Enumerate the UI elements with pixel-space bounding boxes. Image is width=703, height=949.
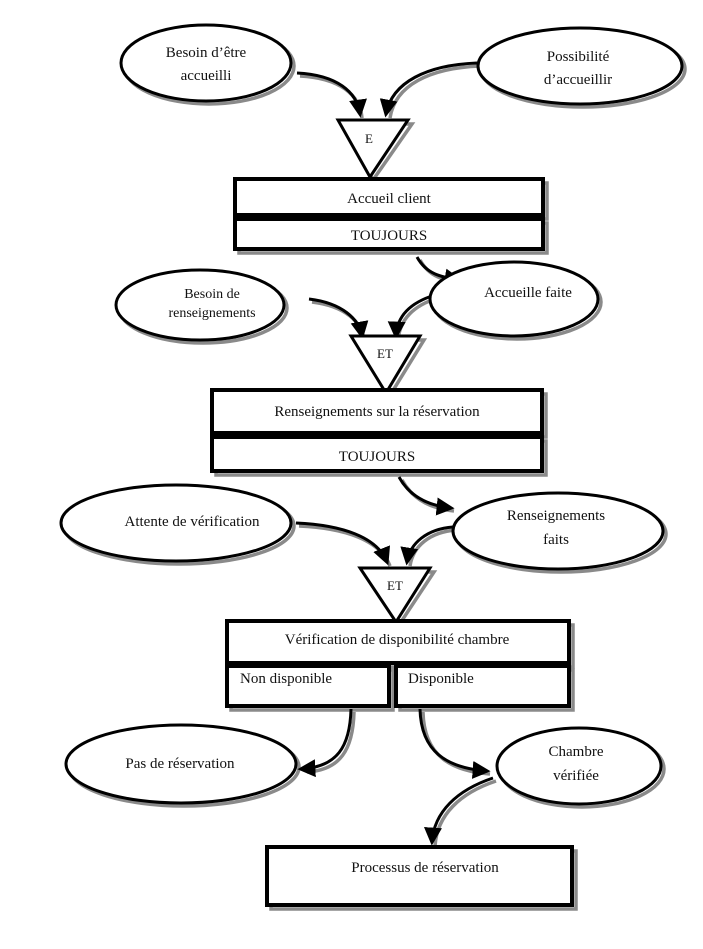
event-attente-verification: Attente de vérification <box>59 483 293 563</box>
event-label-line1: Chambre <box>549 744 604 760</box>
operation-title: Renseignements sur la réservation <box>274 404 480 420</box>
event-label-line2: faits <box>543 532 569 548</box>
event-label-line2: d’accueillir <box>544 72 612 88</box>
sync-label: ET <box>387 578 403 593</box>
event-label-line2: renseignements <box>168 306 255 321</box>
event-label-line1: Possibilité <box>547 49 610 65</box>
arrow-possibilite-to-sync1 <box>379 61 478 118</box>
sync-e: E <box>335 118 411 180</box>
event-label-line1: Renseignements <box>507 508 605 524</box>
operation-rule: TOUJOURS <box>339 449 415 465</box>
event-pas-de-reservation: Pas de réservation <box>64 723 298 805</box>
rule-non-disponible: Non disponible <box>240 671 332 687</box>
operation-renseignements-reservation: Renseignements sur la réservation TOUJOU… <box>210 388 544 473</box>
event-label: Pas de réservation <box>125 756 235 772</box>
arrow-op2-to-renseignements-faits <box>397 476 455 516</box>
operation-accueil-client: Accueil client TOUJOURS <box>233 177 545 251</box>
flow-arrows <box>295 61 494 846</box>
event-besoin-renseignements: Besoin de renseignements <box>114 268 286 342</box>
event-accueille-faite: Accueille faite <box>428 260 600 338</box>
event-chambre-verifiee: Chambre vérifiée <box>495 726 663 806</box>
event-renseignements-faits: Renseignements faits <box>451 491 665 571</box>
arrow-attente-to-sync3 <box>295 521 390 566</box>
event-label: Attente de vérification <box>125 514 260 530</box>
event-label-line2: accueilli <box>181 68 232 84</box>
sync-label: ET <box>377 346 393 361</box>
arrow-chambre-verifiee-to-processus <box>423 776 494 846</box>
operation-title: Accueil client <box>347 191 432 207</box>
operation-title: Processus de réservation <box>351 860 499 876</box>
operation-processus-reservation: Processus de réservation <box>265 845 574 907</box>
arrow-disponible-to-chambre-verifiee <box>418 708 491 779</box>
sync-et-2: ET <box>357 566 433 625</box>
sync-et-1: ET <box>348 334 423 396</box>
arrow-non-disponible-to-pas-reservation <box>297 708 353 778</box>
event-label-line1: Besoin d’être <box>166 45 247 61</box>
arrow-besoin-accueil-to-sync1 <box>296 71 367 118</box>
sync-label: E <box>365 131 373 146</box>
event-besoin-etre-accueilli: Besoin d’être accueilli <box>119 23 293 103</box>
rule-disponible: Disponible <box>408 671 474 687</box>
arrow-renseignements-faits-to-sync3 <box>400 525 454 566</box>
event-label-line2: vérifiée <box>553 768 599 784</box>
event-possibilite-accueillir: Possibilité d’accueillir <box>476 26 684 106</box>
operation-title: Vérification de disponibilité chambre <box>285 632 510 648</box>
operation-rule: TOUJOURS <box>351 228 427 244</box>
event-label-line1: Besoin de <box>184 287 240 302</box>
operation-verification-disponibilite: Vérification de disponibilité chambre No… <box>225 619 571 708</box>
event-label: Accueille faite <box>484 285 572 301</box>
arrow-besoin-renseignements-to-sync2 <box>308 297 369 340</box>
